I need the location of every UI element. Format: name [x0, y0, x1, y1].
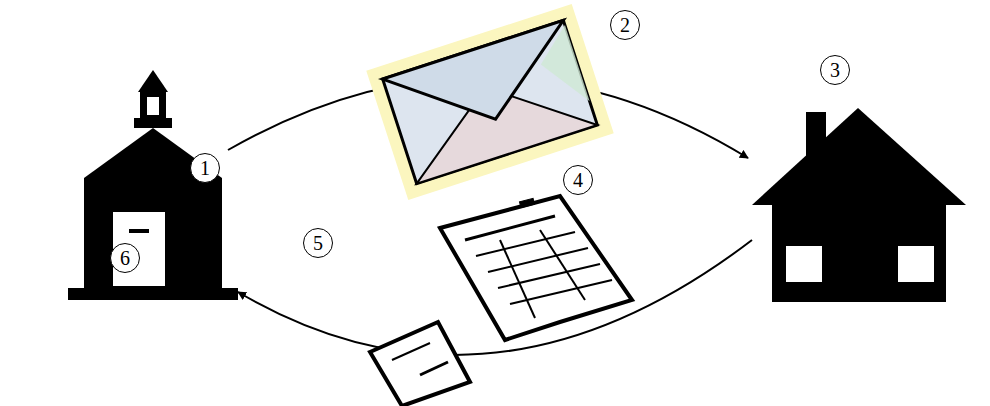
callout-number: 6	[120, 248, 130, 268]
school-icon	[68, 70, 238, 300]
callout-circle: 6	[110, 243, 140, 273]
callout-circle: 4	[563, 165, 593, 195]
callout-circle: 3	[820, 55, 850, 85]
callout-circle: 1	[190, 153, 220, 183]
callout-number: 3	[830, 60, 840, 80]
callout-number: 5	[313, 233, 323, 253]
callout-circle: 5	[303, 228, 333, 258]
form-icon	[440, 196, 632, 340]
house-icon	[752, 108, 966, 302]
envelope-icon	[366, 4, 613, 200]
callout-number: 2	[620, 15, 630, 35]
callout-number: 1	[200, 158, 210, 178]
callout-number: 4	[573, 170, 583, 190]
card-icon	[370, 322, 470, 406]
callout-circle: 2	[610, 10, 640, 40]
